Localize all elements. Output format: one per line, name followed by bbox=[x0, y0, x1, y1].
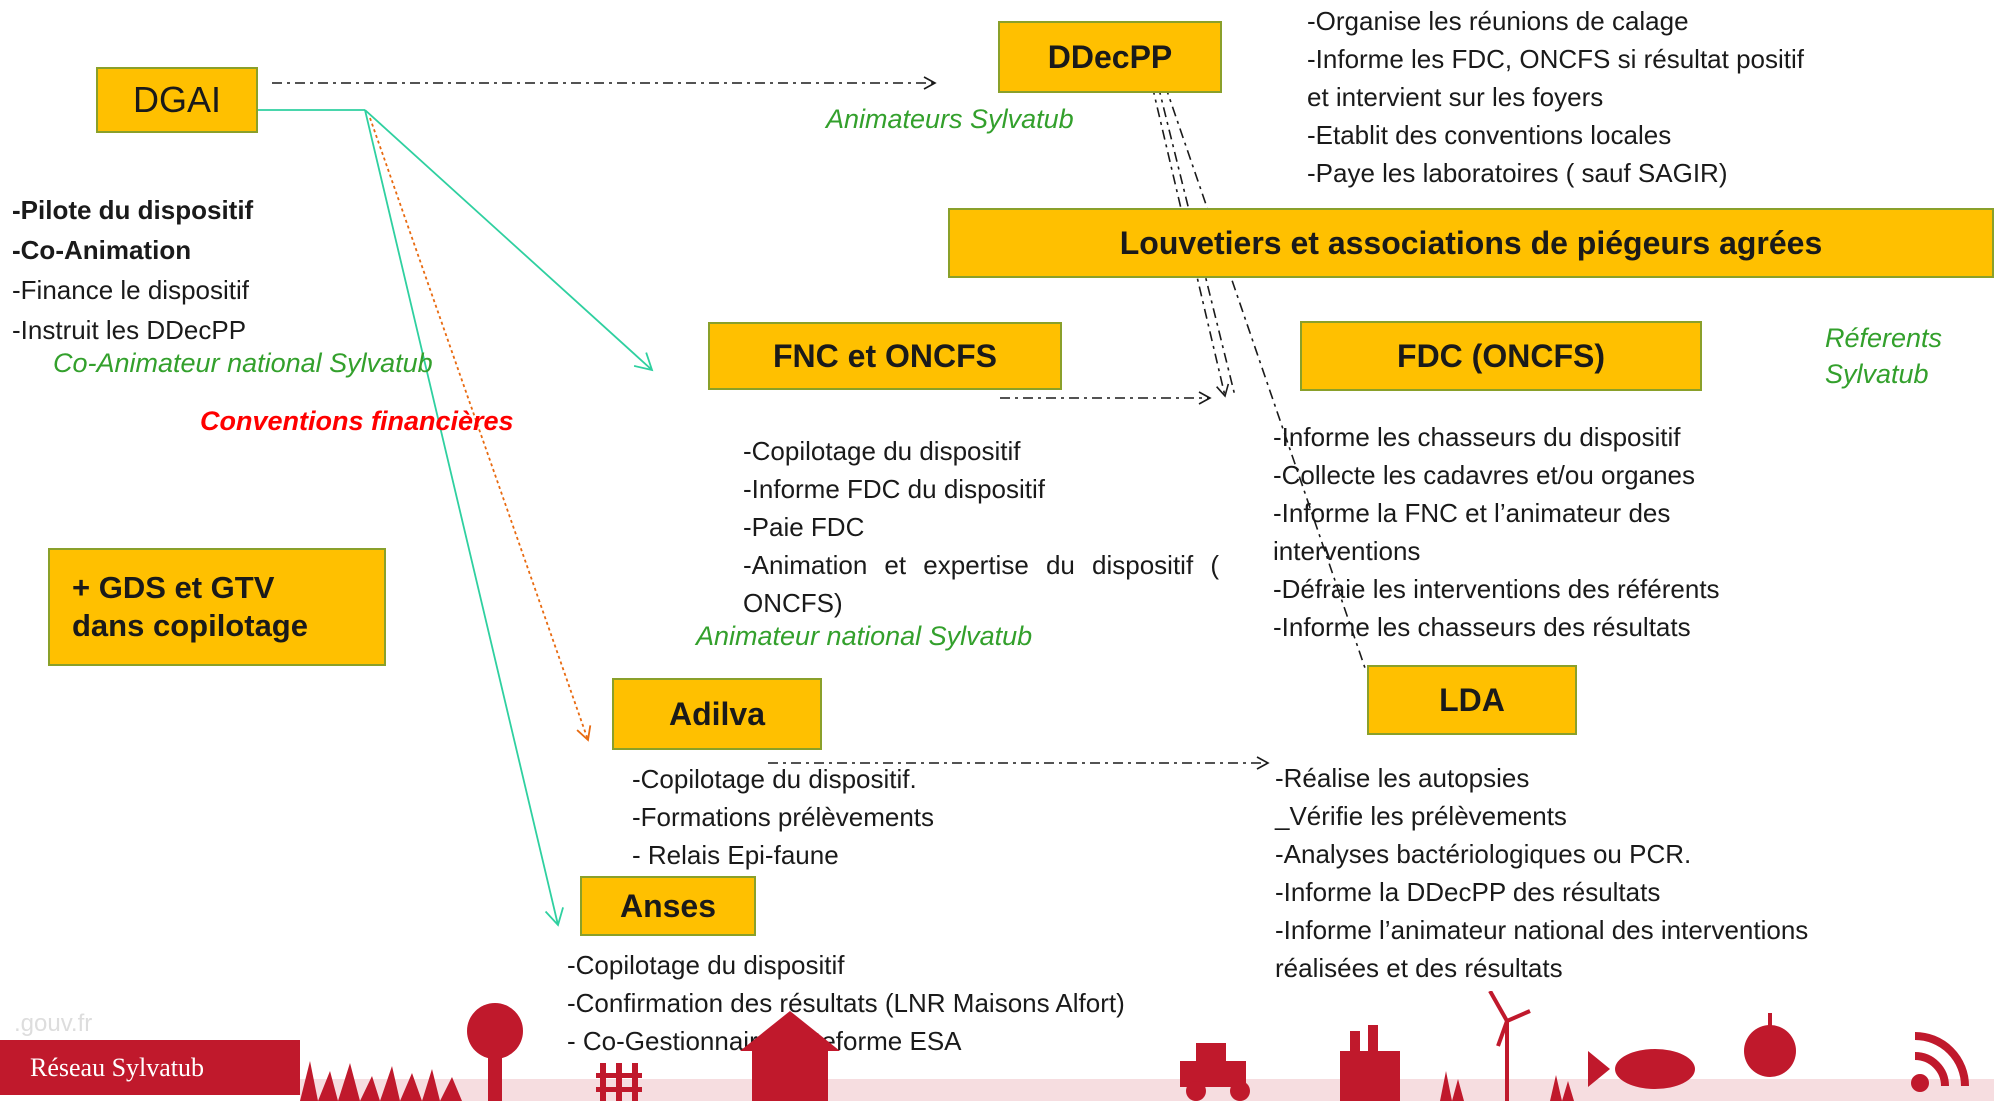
anses-box: Anses bbox=[580, 876, 756, 936]
fnc-role: -Copilotage du dispositif bbox=[743, 436, 1021, 466]
adilva-role: -Formations prélèvements bbox=[632, 802, 934, 832]
fdc-role: -Informe la FNC et l’animateur des bbox=[1273, 498, 1671, 528]
referents-line-2: Sylvatub bbox=[1825, 359, 1929, 389]
fnc-oncfs-box: FNC et ONCFS bbox=[708, 322, 1062, 390]
tractor-icon bbox=[1180, 1043, 1250, 1101]
ddecpp-box: DDecPP bbox=[998, 21, 1222, 93]
rss-icon bbox=[1911, 1032, 1969, 1092]
adilva-role: -Copilotage du dispositif. bbox=[632, 764, 917, 794]
fdc-role: interventions bbox=[1273, 536, 1421, 566]
lda-role: -Informe l’animateur national des interv… bbox=[1275, 915, 1809, 945]
grass-icon bbox=[1550, 1075, 1574, 1101]
adilva-role: - Relais Epi-faune bbox=[632, 840, 839, 870]
fdc-oncfs-label: FDC (ONCFS) bbox=[1397, 337, 1605, 374]
ddecpp-role: -Paye les laboratoires ( sauf SAGIR) bbox=[1307, 158, 1728, 188]
fish-icon bbox=[1588, 1049, 1695, 1089]
lda-roles: -Réalise les autopsies _Vérifie les prél… bbox=[1275, 759, 1808, 987]
dgai-label: DGAI bbox=[132, 79, 221, 120]
fnc-roles: -Copilotage du dispositif -Informe FDC d… bbox=[743, 432, 1219, 622]
lda-role: -Analyses bactériologiques ou PCR. bbox=[1275, 839, 1692, 869]
dgai-fnc-arrow bbox=[364, 109, 654, 372]
grass-icon bbox=[1440, 1071, 1464, 1101]
lda-role: réalisées et des résultats bbox=[1275, 953, 1563, 983]
footer-label: Réseau Sylvatub bbox=[0, 1040, 300, 1095]
fnc-oncfs-label: FNC et ONCFS bbox=[773, 337, 997, 374]
louvetiers-box: Louvetiers et associations de piégeurs a… bbox=[948, 208, 1994, 278]
fence-icon bbox=[596, 1063, 642, 1101]
fnc-role: -Animation et expertise du dispositif ( … bbox=[743, 550, 1219, 618]
lda-box: LDA bbox=[1367, 665, 1577, 735]
dgai-role: -Co-Animation bbox=[12, 235, 192, 265]
footer-watermark: .gouv.fr bbox=[14, 1010, 93, 1037]
apple-icon bbox=[1744, 1013, 1796, 1077]
ddecpp-roles: -Organise les réunions de calage -Inform… bbox=[1307, 2, 1804, 192]
fdc-roles: -Informe les chasseurs du dispositif -Co… bbox=[1273, 418, 1720, 646]
fnc-role: -Paie FDC bbox=[743, 512, 865, 542]
ddecpp-role: -Organise les réunions de calage bbox=[1307, 6, 1689, 36]
animateurs-sylvatub-label: Animateurs Sylvatub bbox=[826, 104, 1074, 134]
tree-icon bbox=[467, 1003, 523, 1101]
dgai-role: -Finance le dispositif bbox=[12, 275, 249, 305]
lda-role: -Réalise les autopsies bbox=[1275, 763, 1530, 793]
adilva-label: Adilva bbox=[668, 695, 766, 732]
fdc-role: -Collecte les cadavres et/ou organes bbox=[1273, 460, 1696, 490]
gds-gtv-line-2: dans copilotage bbox=[72, 608, 308, 643]
lda-role: _Vérifie les prélèvements bbox=[1275, 801, 1567, 831]
referents-line-1: Réferents bbox=[1825, 323, 1943, 353]
animateur-national-label: Animateur national Sylvatub bbox=[696, 621, 1033, 651]
referents-label: Réferents Sylvatub bbox=[1825, 320, 1942, 392]
lda-role: -Informe la DDecPP des résultats bbox=[1275, 877, 1661, 907]
anses-role: -Confirmation des résultats (LNR Maisons… bbox=[567, 988, 1125, 1018]
ddecpp-role: -Informe les FDC, ONCFS si résultat posi… bbox=[1307, 44, 1804, 74]
dgai-anses-arrow bbox=[364, 109, 564, 927]
adilva-box: Adilva bbox=[612, 678, 822, 750]
gds-gtv-box: + GDS et GTV dans copilotage bbox=[48, 548, 386, 666]
adilva-roles: -Copilotage du dispositif. -Formations p… bbox=[632, 760, 934, 874]
dgai-roles: -Pilote du dispositif -Co-Animation -Fin… bbox=[12, 190, 253, 350]
dgai-role: -Pilote du dispositif bbox=[12, 195, 254, 225]
anses-role: -Copilotage du dispositif bbox=[567, 950, 845, 980]
grass-icon bbox=[300, 1061, 462, 1101]
ddecpp-role: et intervient sur les foyers bbox=[1307, 82, 1604, 112]
co-animateur-national-label: Co-Animateur national Sylvatub bbox=[53, 348, 433, 378]
fdc-oncfs-box: FDC (ONCFS) bbox=[1300, 321, 1702, 391]
fdc-role: -Informe les chasseurs des résultats bbox=[1273, 612, 1691, 642]
fdc-role: -Défraie les interventions des référents bbox=[1273, 574, 1720, 604]
ddecpp-role: -Etablit des conventions locales bbox=[1307, 120, 1672, 150]
lda-label: LDA bbox=[1439, 681, 1505, 718]
dgai-box: DGAI bbox=[96, 67, 258, 133]
footer-decoration bbox=[300, 991, 1994, 1101]
wind-turbine-icon bbox=[1488, 991, 1531, 1101]
house-icon bbox=[740, 1011, 840, 1101]
conventions-label: Conventions financières bbox=[200, 406, 514, 436]
factory-icon bbox=[1340, 1025, 1400, 1101]
fnc-role: -Informe FDC du dispositif bbox=[743, 474, 1045, 504]
ddecpp-label: DDecPP bbox=[1047, 38, 1173, 75]
dgai-role: -Instruit les DDecPP bbox=[12, 315, 247, 345]
gds-gtv-line-1: + GDS et GTV bbox=[72, 570, 275, 605]
fdc-role: -Informe les chasseurs du dispositif bbox=[1273, 422, 1681, 452]
louvetiers-label: Louvetiers et associations de piégeurs a… bbox=[1119, 224, 1823, 261]
anses-label: Anses bbox=[619, 887, 717, 924]
